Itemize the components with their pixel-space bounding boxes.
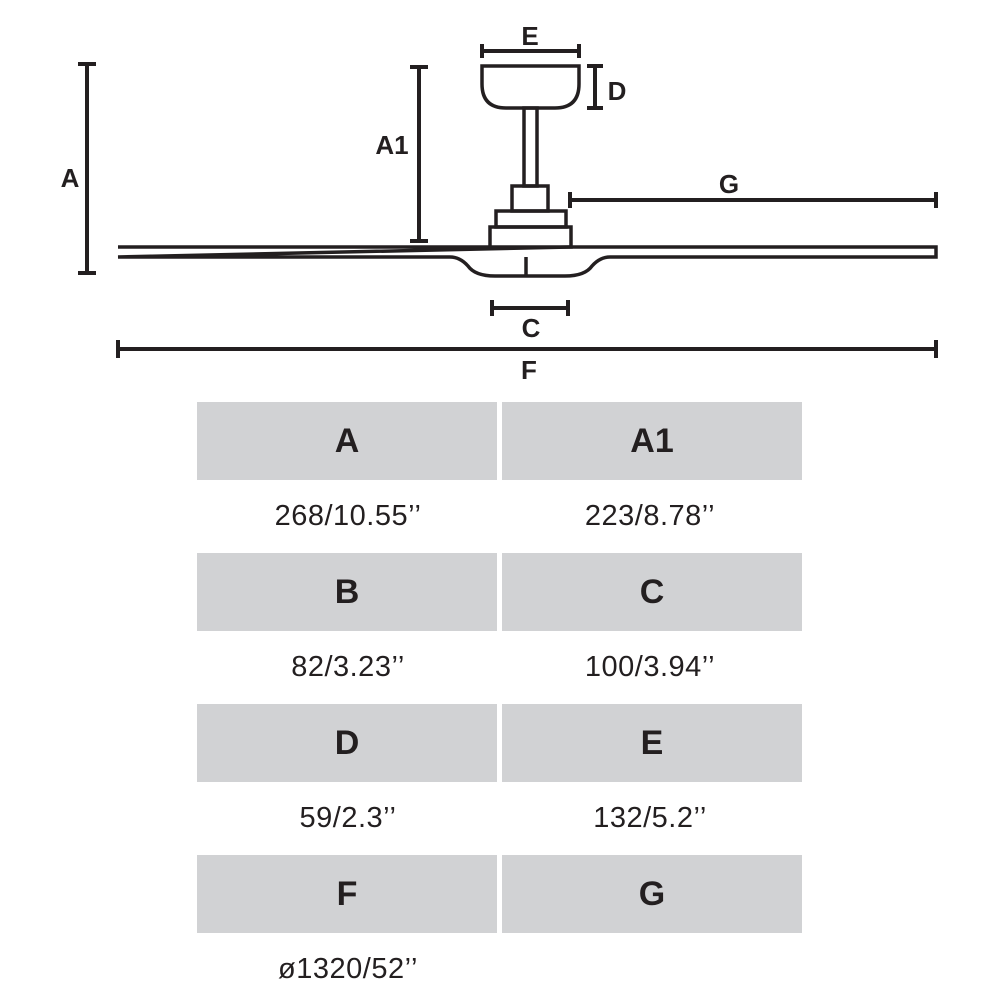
header-cell: B (197, 553, 497, 631)
table-header-row: A A1 (197, 402, 803, 480)
header-cell: A1 (502, 402, 802, 480)
value-cell: 100/3.94’’ (584, 651, 716, 683)
dimension-line-f (116, 340, 938, 358)
value-cell: 82/3.23’’ (291, 651, 405, 683)
value-cell: 132/5.2’’ (593, 802, 707, 834)
header-cell: F (197, 855, 497, 933)
label-c: C (522, 313, 541, 343)
table-header-row: B C (197, 553, 803, 631)
value-cell: 223/8.78’’ (584, 500, 716, 532)
label-a1: A1 (375, 130, 408, 160)
dimension-line-g (568, 192, 938, 208)
value-cell: 59/2.3’’ (299, 802, 397, 834)
label-e: E (521, 21, 538, 51)
ceiling-fan-outline (117, 64, 938, 278)
header-cell: D (197, 704, 497, 782)
value-cell: ø1320/52’’ (278, 953, 418, 985)
label-g: G (719, 169, 739, 199)
fan-dimension-diagram: A A1 E D G C F (61, 21, 938, 385)
dimension-line-e (480, 44, 581, 58)
value-cell (499, 933, 801, 1006)
table-value-row: ø1320/52’’ (197, 933, 803, 1006)
header-cell: C (502, 553, 802, 631)
table-header-row: D E (197, 704, 803, 782)
table-header-row: F G (197, 855, 803, 933)
table-value-row: 268/10.55’’ 223/8.78’’ (197, 480, 803, 553)
header-cell: A (197, 402, 497, 480)
dimension-line-d (587, 64, 603, 110)
label-d: D (608, 76, 627, 106)
dimensions-table: A A1 268/10.55’’ 223/8.78’’ B C 82/3.23’… (197, 402, 803, 1006)
label-f: F (521, 355, 537, 385)
dimension-line-a1 (410, 65, 428, 243)
header-cell: E (502, 704, 802, 782)
header-cell: G (502, 855, 802, 933)
table-value-row: 59/2.3’’ 132/5.2’’ (197, 782, 803, 855)
dimension-line-c (490, 300, 570, 316)
dimension-line-a (78, 62, 96, 275)
table-value-row: 82/3.23’’ 100/3.94’’ (197, 631, 803, 704)
label-a: A (61, 163, 80, 193)
value-cell: 268/10.55’’ (274, 500, 422, 532)
